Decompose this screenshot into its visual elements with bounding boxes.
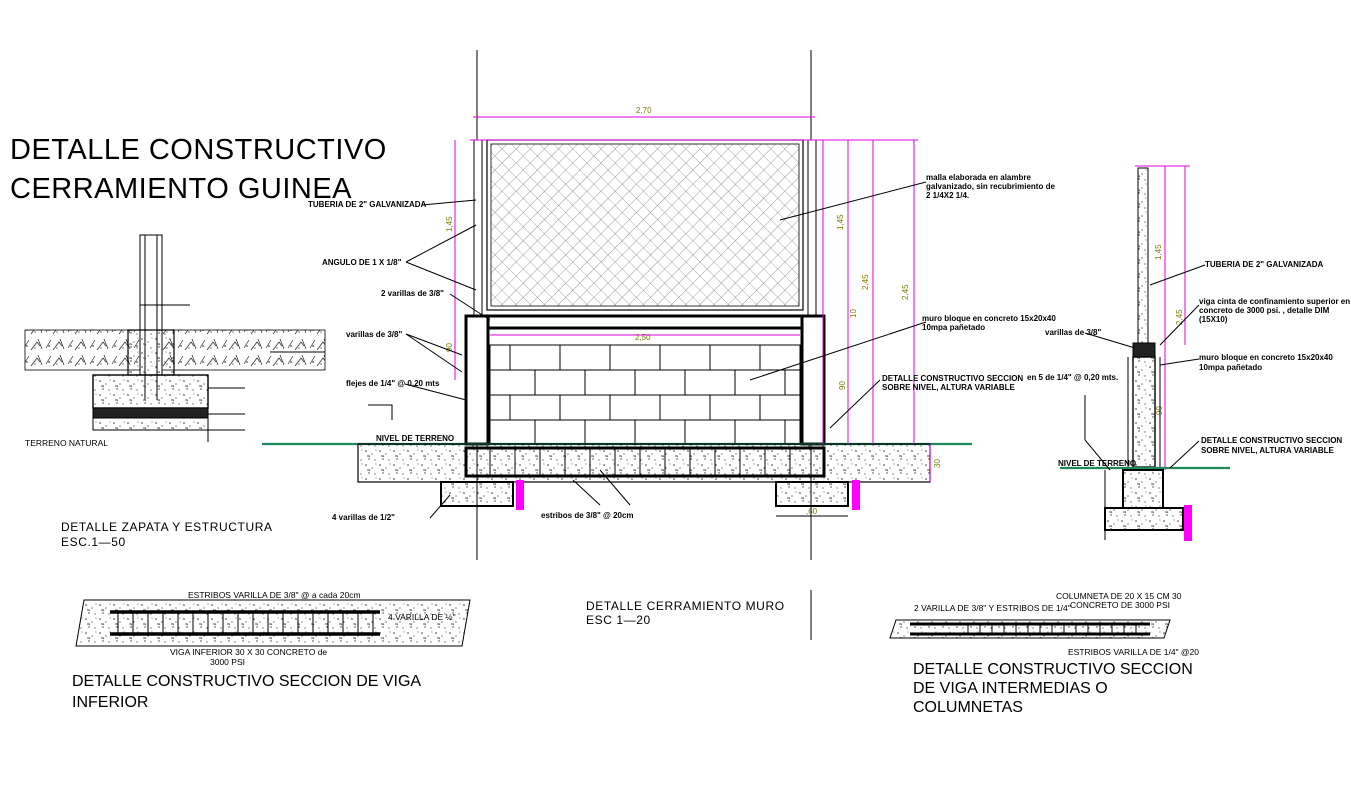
label-bars-left: varillas de 3/8" (346, 330, 402, 339)
mid-beam-caption-line1: DETALLE CONSTRUCTIVO SECCION (913, 661, 1193, 678)
label-angle: ANGULO DE 1 X 1/8" (322, 258, 402, 267)
left-post (473, 139, 483, 316)
mid-beam-stirrups: ESTRIBOS VARILLA DE 1/4" @20 (1068, 647, 1199, 657)
left-footing (440, 481, 514, 507)
label-mesh-2: galvanizado, sin recubrimiento de (926, 182, 1055, 191)
mid-beam-col-2: CONCRETO DE 3000 PSI (1070, 600, 1170, 610)
lower-beam-caption-line1: DETALLE CONSTRUCTIVO SECCION DE VIGA (72, 673, 421, 690)
dim-footing-width: ,60 (806, 507, 818, 516)
label-section-2: SOBRE NIVEL, ALTURA VARIABLE (882, 383, 1016, 392)
dim-mesh-height-right: 1,45 (836, 214, 845, 230)
label-bottom-bars: 4 varillas de 1/2" (332, 513, 395, 522)
side-dim-top: 1,45 (1154, 244, 1163, 260)
side-label-beam-2: concreto de 3000 psi. , detalle DIM (1199, 306, 1330, 315)
side-label-block-1: muro bloque en concreto 15x20x40 (1199, 353, 1333, 362)
mid-beam-caption-line3: COLUMNETAS (913, 699, 1023, 716)
side-footing-pedestal (1122, 469, 1164, 509)
left-column (464, 314, 490, 446)
side-anchor-marker (1184, 505, 1192, 541)
side-label-section-1: DETALLE CONSTRUCTIVO SECCION (1201, 436, 1342, 445)
dim-col-left: 90 (445, 343, 454, 352)
side-footing (1104, 507, 1184, 531)
dim-total-width: 2,70 (636, 106, 652, 115)
label-bars-top: 2 varillas de 3/8" (381, 289, 444, 298)
dim-inner-width: 2,50 (635, 333, 651, 342)
right-column (800, 314, 826, 446)
side-block-wall (1132, 356, 1156, 468)
dim-wall-height: 90 (838, 381, 847, 390)
anchor-marker-left (516, 480, 524, 510)
block-wall (489, 344, 801, 445)
footing-caption-line2: ESC.1—50 (61, 535, 126, 549)
footing-caption-line1: DETALLE ZAPATA Y ESTRUCTURA (61, 520, 273, 534)
label-block-2: 10mpa pañetado (922, 323, 985, 332)
mid-beam-col-1: COLUMNETA DE 20 X 15 CM 30 (1056, 591, 1182, 601)
label-mesh-3: 2 1/4X2 1/4. (926, 191, 969, 200)
lower-beam-rebar-label: 4 VARILLA DE ½" (388, 612, 456, 622)
dim-overall-height: 2,45 (861, 274, 870, 290)
side-section: 1,45 2,45 90 TUBERIA DE 2" GALVANIZADA v… (1027, 165, 1350, 541)
mid-beam-rebar: 2 VARILLA DE 3/8" Y ESTRIBOS DE 1/4" (914, 603, 1071, 613)
side-label-ground: NIVEL DE TERRENO (1058, 459, 1136, 468)
lower-beam-spec-1: VIGA INFERIOR 30 X 30 CONCRETO de (170, 647, 327, 657)
elevation-caption-line2: ESC 1—20 (586, 613, 651, 627)
dim-mesh-height: 1,45 (445, 216, 454, 232)
dim-overall-height-b: 2,45 (901, 284, 910, 300)
side-label-beam-3: (15X10) (1199, 315, 1228, 324)
label-pipe: TUBERIA DE 2" GALVANIZADA (308, 200, 427, 209)
side-label-block-2: 10mpa pañetado (1199, 363, 1262, 372)
ground-soil-band (24, 329, 326, 371)
right-footing (775, 481, 849, 507)
elevation-caption-line1: DETALLE CERRAMIENTO MURO (586, 599, 785, 613)
side-label-section-2: SOBRE NIVEL, ALTURA VARIABLE (1201, 446, 1335, 455)
upper-tie-beam (464, 314, 826, 330)
side-tie-beam (1132, 342, 1156, 358)
label-ground: NIVEL DE TERRENO (376, 434, 454, 443)
side-label-pipe: TUBERIA DE 2" GALVANIZADA (1205, 260, 1324, 269)
dim-footing-depth: 30 (933, 459, 942, 468)
side-label-bars: varillas de 3/8" (1045, 328, 1101, 337)
footing-detail: TERRENO NATURAL DETALLE ZAPATA Y ESTRUCT… (24, 234, 326, 549)
dim-beam: 10 (849, 309, 858, 318)
label-mesh-1: malla elaborada en alambre (926, 173, 1031, 182)
side-label-stirrups: en 5 de 1/4" @ 0,20 mts. (1027, 373, 1118, 382)
side-post (1137, 167, 1149, 344)
side-label-beam-1: viga cinta de confinamiento superior en (1199, 297, 1350, 306)
footing-block (92, 374, 209, 409)
lower-beam-stirrups-label: ESTRIBOS VARILLA DE 3/8" @ a cada 20cm (188, 590, 361, 600)
side-dim-mid: 2,45 (1175, 309, 1184, 325)
drawing-title-line2: CERRAMIENTO GUINEA (10, 173, 352, 205)
label-section-1: DETALLE CONSTRUCTIVO SECCION (882, 374, 1023, 383)
lower-beam-caption-line2: INFERIOR (72, 694, 148, 711)
wire-mesh-panel (490, 143, 800, 307)
label-block-1: muro bloque en concreto 15x20x40 (922, 314, 1056, 323)
lower-beam-spec-2: 3000 PSI (210, 657, 245, 667)
label-stirrups: flejes de 1/4" @ 0,20 mts (346, 379, 440, 388)
label-bottom-stirrups: estribos de 3/8" @ 20cm (541, 511, 634, 520)
beam-mid-section: COLUMNETA DE 20 X 15 CM 30 CONCRETO DE 3… (889, 591, 1199, 716)
beam-lower-section: ESTRIBOS VARILLA DE 3/8" @ a cada 20cm 4… (72, 590, 471, 711)
main-elevation: 2,70 2,50 (262, 50, 1056, 640)
drawing-title-line1: DETALLE CONSTRUCTIVO (10, 134, 387, 166)
right-post (807, 139, 817, 316)
mid-beam-caption-line2: DE VIGA INTERMEDIAS O (913, 680, 1108, 697)
anchor-marker-right (852, 480, 860, 510)
terrain-label: TERRENO NATURAL (25, 438, 108, 448)
